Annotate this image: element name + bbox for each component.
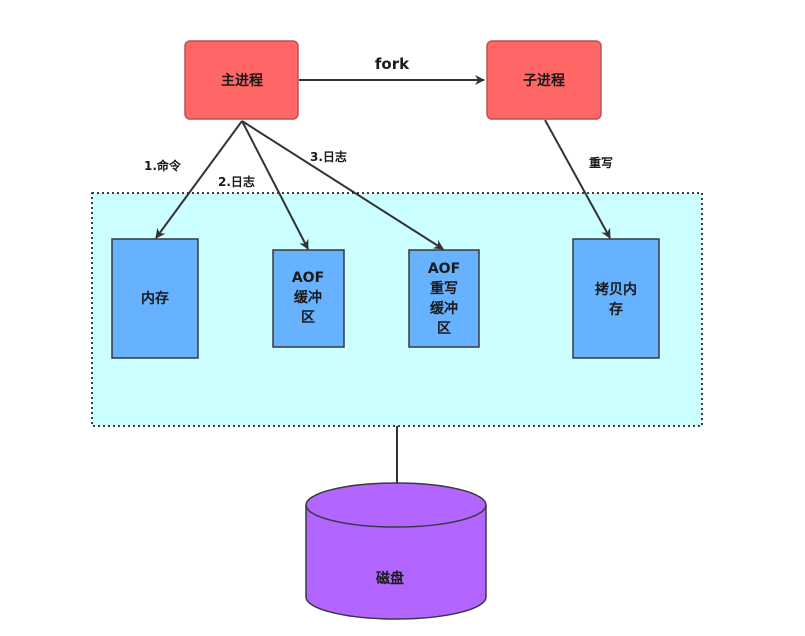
aof-rewrite-buffer-label-line1: AOF bbox=[428, 261, 460, 277]
child-process-box bbox=[486, 40, 602, 120]
aof-buffer-label-line1: AOF bbox=[292, 270, 324, 286]
aof-rewrite-buffer-label-line2: 重写 bbox=[430, 280, 458, 297]
memory-box bbox=[111, 238, 199, 359]
aof-buffer-label-line3: 区 bbox=[301, 310, 315, 326]
disk-cylinder-top bbox=[305, 482, 487, 528]
log3-edge-label: 3.日志 bbox=[310, 149, 347, 164]
copy-memory-label-line2: 存 bbox=[609, 301, 623, 318]
rewrite-edge bbox=[544, 119, 611, 239]
main-process-box bbox=[184, 40, 299, 120]
copy-memory-box bbox=[572, 238, 660, 359]
disk-cylinder-body bbox=[305, 505, 487, 620]
log2-edge bbox=[241, 120, 309, 250]
aof-buffer-label-line2: 缓冲 bbox=[294, 289, 322, 306]
command-edge-label: 1.命令 bbox=[144, 158, 182, 173]
rewrite-edge-label: 重写 bbox=[589, 155, 613, 170]
child-process-label: 子进程 bbox=[523, 73, 565, 89]
aof-rewrite-buffer-label-line4: 区 bbox=[437, 321, 451, 337]
memory-label: 内存 bbox=[141, 290, 169, 307]
copy-memory-label-line1: 拷贝内 bbox=[595, 281, 637, 298]
aof-rewrite-buffer-label-line3: 缓冲 bbox=[430, 300, 458, 317]
disk-label: 磁盘 bbox=[376, 570, 404, 587]
log2-edge-label: 2.日志 bbox=[218, 174, 255, 189]
fork-edge-label: fork bbox=[375, 55, 410, 73]
aof-buffer-box bbox=[272, 249, 345, 348]
log3-edge bbox=[241, 120, 444, 250]
command-edge bbox=[155, 120, 243, 239]
main-process-label: 主进程 bbox=[221, 72, 263, 89]
aof-rewrite-buffer-box bbox=[408, 249, 480, 348]
